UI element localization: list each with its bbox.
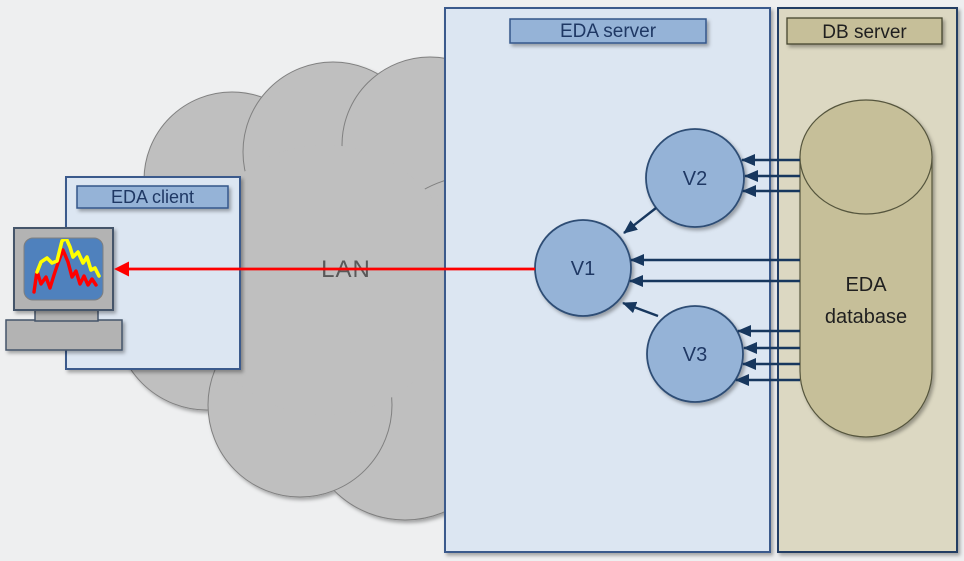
chart-line-yellow (35, 239, 101, 278)
node-v1: V1 (534, 219, 632, 317)
computer-base (5, 319, 123, 351)
red-lan-arrow (114, 261, 535, 277)
client-computer-icon (5, 227, 123, 351)
eda-server-title-bar: EDA server (509, 18, 707, 44)
screen-chart (32, 239, 101, 294)
database-top-ellipse (799, 99, 933, 215)
monitor-screen (23, 237, 104, 301)
eda-server-title: EDA server (560, 21, 657, 42)
node-v2-label: V2 (683, 168, 707, 190)
data-flow-arrows (622, 154, 800, 386)
db-server-panel: DB server EDA database (777, 7, 958, 553)
database-body (799, 156, 933, 438)
v2-to-v1-arrow (623, 207, 657, 234)
eda-client-title-bar: EDA client (76, 185, 229, 209)
node-v1-label: V1 (571, 258, 595, 280)
cloud-center-fill (190, 145, 460, 415)
node-v3-circle (646, 305, 744, 403)
v3-to-v1-arrow (622, 301, 659, 318)
db-server-title-bar: DB server (786, 17, 943, 45)
eda-client-title: EDA client (111, 187, 194, 207)
chart-line-red (32, 248, 98, 294)
node-v3: V3 (646, 305, 744, 403)
db-server-title: DB server (822, 22, 907, 43)
red-lan-arrowhead (114, 261, 129, 277)
eda-database-label-line2: database (825, 306, 907, 328)
db-server-title-box (786, 17, 943, 45)
node-v2: V2 (645, 128, 745, 228)
node-v3-label: V3 (683, 344, 707, 366)
eda-database-cylinder (799, 99, 933, 438)
eda-database-label-line1: EDA (845, 274, 887, 296)
eda-server-title-box (509, 18, 707, 44)
eda-client-title-box (76, 185, 229, 209)
